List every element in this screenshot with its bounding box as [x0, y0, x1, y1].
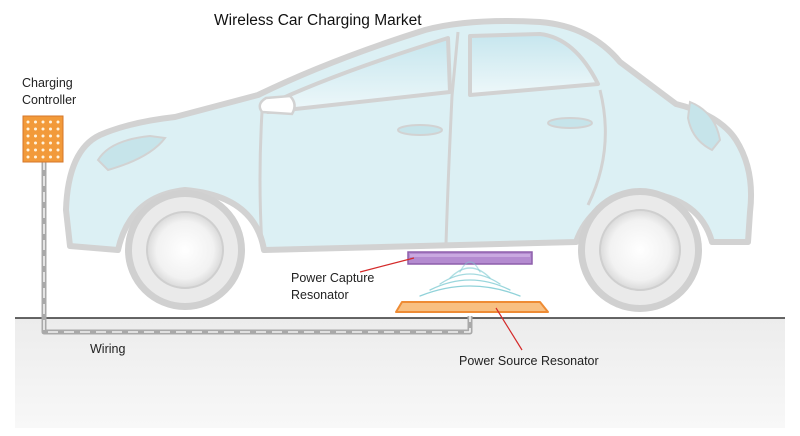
diagram-title: Wireless Car Charging Market: [214, 12, 422, 29]
energy-wave-arc: [439, 273, 501, 285]
source-leader-line: [495, 307, 523, 351]
charging-controller-label-line: Charging: [22, 76, 73, 90]
controller-light-dot: [34, 120, 37, 124]
ground-area: [15, 318, 785, 428]
controller-light-dot: [41, 141, 45, 145]
energy-wave-arc: [429, 279, 511, 291]
controller-light-dot: [41, 134, 45, 138]
controller-light-dot: [26, 120, 30, 124]
controller-light-dot: [26, 127, 30, 131]
charging-controller-label: Charging Controller: [22, 75, 76, 109]
controller-light-dot: [56, 120, 60, 124]
capture-label-line: Power Capture: [291, 271, 375, 285]
controller-light-dot: [49, 134, 52, 138]
controller-light-dot: [41, 155, 45, 159]
controller-light-dot: [41, 127, 45, 131]
controller-light-dot: [26, 134, 30, 138]
energy-wave-arc: [459, 261, 481, 273]
capture-label-line: Resonator: [291, 288, 349, 302]
controller-light-dot: [34, 134, 37, 138]
capture-leader-line: [359, 257, 415, 273]
controller-light-dot: [34, 141, 37, 145]
controller-light-dot: [49, 141, 52, 145]
controller-light-dot: [56, 141, 60, 145]
energy-waves: [419, 261, 521, 297]
controller-light-dot: [49, 155, 52, 159]
wiring-cable-dash: [43, 160, 471, 333]
headlight: [96, 134, 167, 172]
controller-light-dot: [26, 148, 30, 152]
controller-light-dot: [41, 148, 45, 152]
rear-door-handle: [547, 117, 593, 129]
controller-light-dot: [49, 120, 52, 124]
power-source-resonator-label: Power Source Resonator: [459, 354, 599, 368]
energy-wave-arc: [419, 285, 521, 297]
front-door-handle: [397, 124, 443, 136]
wiring-label: Wiring: [90, 342, 126, 356]
controller-light-dot: [56, 127, 60, 131]
controller-light-dot: [34, 148, 37, 152]
charging-controller-label-line: Controller: [22, 93, 77, 107]
controller-light-dot: [56, 148, 60, 152]
controller-light-dot: [49, 148, 52, 152]
power-source-resonator: [395, 301, 549, 313]
controller-light-dot: [26, 155, 30, 159]
controller-light-dot: [56, 155, 60, 159]
power-capture-resonator-label: Power Capture Resonator: [291, 270, 374, 304]
controller-light-dot: [26, 141, 30, 145]
front-wheel: [125, 190, 245, 310]
rear-wheel: [578, 188, 702, 312]
side-mirror: [258, 94, 296, 116]
capture-resonator-highlight: [410, 254, 530, 257]
rear-door-seam: [586, 89, 607, 206]
controller-light-dot: [34, 127, 37, 131]
rear-window: [468, 32, 600, 97]
energy-wave-arc: [449, 267, 491, 279]
controller-light-dot: [34, 155, 37, 159]
taillight: [686, 100, 722, 152]
controller-light-dot: [56, 134, 60, 138]
front-door-seam: [258, 111, 264, 247]
door-divider-seam: [444, 31, 460, 245]
charging-controller-box: [22, 115, 64, 163]
controller-light-dot: [41, 120, 45, 124]
controller-light-dot: [49, 127, 52, 131]
